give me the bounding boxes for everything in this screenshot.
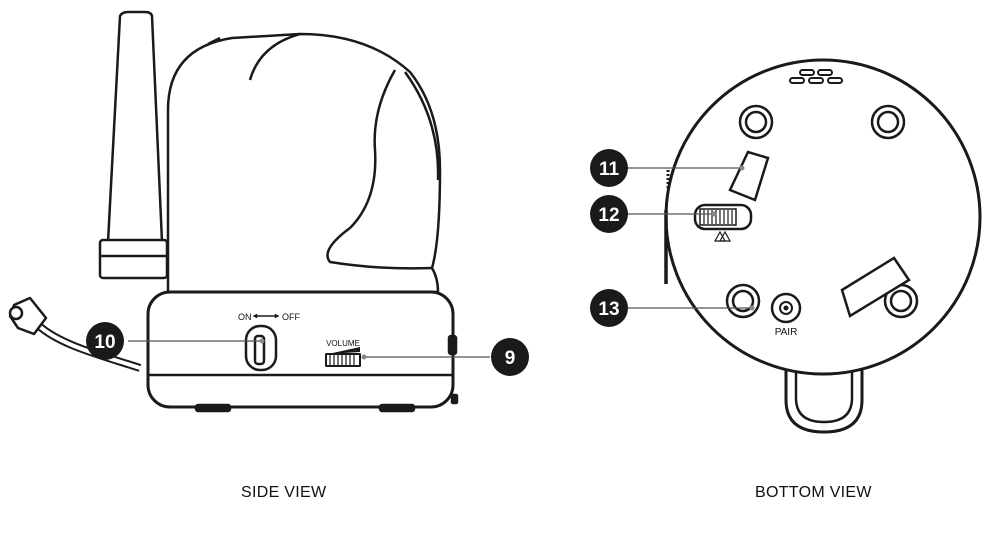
callout-badge-10: 10: [86, 322, 124, 360]
vent-slots: [789, 69, 843, 84]
callout-dots: [259, 165, 755, 360]
slide-switch: [693, 203, 753, 242]
switch-on-label: ON: [238, 312, 252, 322]
callout-number-10: 10: [94, 332, 115, 353]
callout-badge-13: 13: [590, 289, 628, 327]
cable: [8, 296, 142, 372]
volume-label: VOLUME: [326, 339, 360, 348]
pair-button: [770, 292, 802, 324]
callout-number-11: 11: [599, 159, 620, 180]
callout-badge-9: 9: [491, 338, 529, 376]
bottom-view: [664, 58, 982, 434]
bottom-view-caption: BOTTOM VIEW: [755, 484, 872, 501]
callout-badge-11: 11: [590, 149, 628, 187]
pair-label: PAIR: [775, 327, 798, 338]
screw-hole-bottom-left: [725, 283, 761, 319]
camera-base: [146, 290, 459, 413]
volume-wheel: [325, 347, 361, 367]
hanging-loop: [784, 360, 864, 434]
camera-head: [166, 32, 442, 294]
callout-lines: [128, 167, 752, 358]
antenna: [98, 10, 169, 280]
callout-badge-12: 12: [590, 195, 628, 233]
callout-number-9: 9: [505, 348, 516, 369]
side-view-caption: SIDE VIEW: [241, 484, 327, 501]
callout-number-13: 13: [598, 299, 619, 320]
callout-number-12: 12: [598, 205, 619, 226]
upper-pad: [728, 150, 770, 202]
lower-pad: [840, 256, 911, 318]
side-view: [8, 10, 459, 413]
screw-hole-top-left: [738, 104, 774, 140]
screw-hole-top-right: [870, 104, 906, 140]
switch-off-label: OFF: [282, 312, 300, 322]
